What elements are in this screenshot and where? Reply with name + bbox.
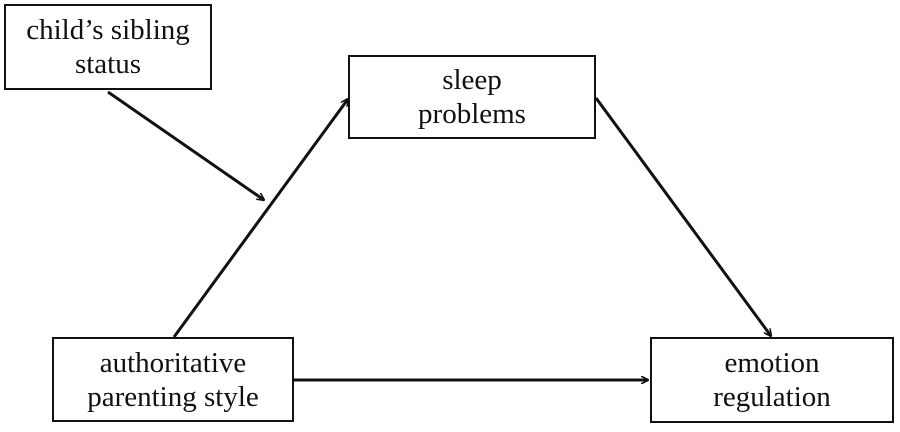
sleep-problems-label-line1: sleep xyxy=(442,64,502,96)
emotion-regulation-box: emotion regulation xyxy=(650,337,894,423)
arrow-sleep-to-emotion xyxy=(594,97,771,336)
arrow-parenting-to-sleep xyxy=(172,99,348,338)
parenting-style-label-line2: parenting style xyxy=(87,380,259,413)
emotion-regulation-label-line1: emotion xyxy=(724,347,820,379)
sibling-status-label-line2: status xyxy=(74,48,142,80)
parenting-style-label-line1: authoritative xyxy=(99,346,247,379)
parenting-style-box: authoritative parenting style xyxy=(52,337,294,422)
sleep-problems-label-line2: problems xyxy=(418,98,526,130)
sibling-status-label-line1: child’s sibling xyxy=(26,14,190,46)
arrow-sibling-moderation xyxy=(107,90,264,200)
emotion-regulation-label-line2: regulation xyxy=(713,381,831,413)
sibling-status-box: child’s sibling status xyxy=(4,4,212,90)
sleep-problems-box: sleep problems xyxy=(348,55,596,139)
